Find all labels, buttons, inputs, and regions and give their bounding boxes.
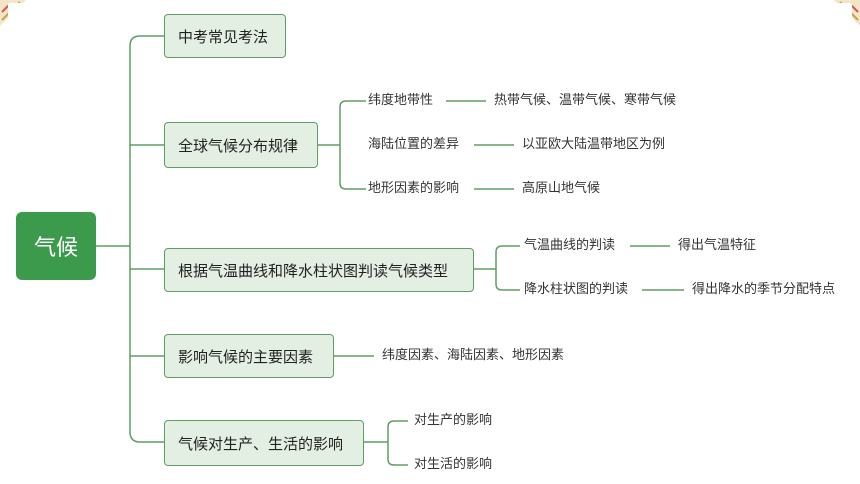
root-label: 气候 — [33, 236, 78, 261]
leaf-main-factors: 纬度因素、海陆因素、地形因素 — [382, 348, 565, 363]
leaf-land-sea-position-detail: 以亚欧大陆温带地区为例 — [522, 137, 666, 152]
leaf-temperature-curve: 气温曲线的判读 — [524, 238, 616, 253]
leaf-impact-living: 对生活的影响 — [414, 457, 493, 472]
leaf-terrain-influence-detail: 高原山地气候 — [522, 181, 601, 196]
branch-node-chart-reading: 根据气温曲线和降水柱状图判读气候类型 — [164, 248, 474, 292]
branch-node-exam-methods: 中考常见考法 — [164, 14, 286, 58]
leaf-latitude-zonality-detail: 热带气候、温带气候、寒带气候 — [494, 93, 677, 108]
leaf-latitude-zonality: 纬度地带性 — [368, 93, 434, 108]
leaf-impact-production: 对生产的影响 — [414, 413, 493, 428]
leaf-precipitation-bars-detail: 得出降水的季节分配特点 — [692, 282, 836, 297]
branch-node-global-distribution: 全球气候分布规律 — [164, 122, 318, 168]
leaf-terrain-influence: 地形因素的影响 — [368, 181, 460, 196]
leaf-precipitation-bars: 降水柱状图的判读 — [524, 282, 629, 297]
branch-node-impact-on-life: 气候对生产、生活的影响 — [164, 420, 364, 466]
leaf-land-sea-position: 海陆位置的差异 — [368, 137, 460, 152]
branch-node-main-factors: 影响气候的主要因素 — [164, 334, 334, 378]
root-node: 气候 — [16, 212, 96, 280]
leaf-temperature-curve-detail: 得出气温特征 — [678, 238, 757, 253]
